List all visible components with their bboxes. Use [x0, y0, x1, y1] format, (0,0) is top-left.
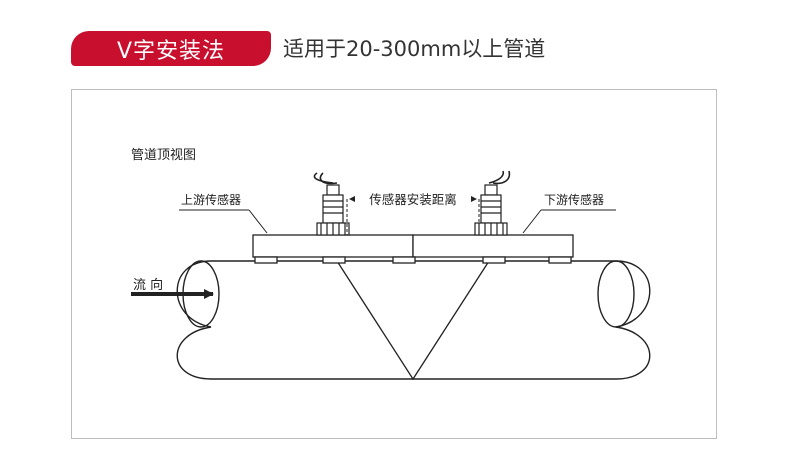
- upstream-sensor: [313, 172, 350, 236]
- method-subtitle: 适用于20-300mm以上管道: [283, 37, 546, 61]
- v-method-diagram: 管道顶视图 流 向: [131, 148, 651, 381]
- sensor-distance-label: 传感器安装距离: [369, 192, 457, 207]
- sensor-distance-dimension: 传感器安装距离: [346, 192, 480, 235]
- mounting-rail: [252, 234, 574, 264]
- downstream-label: 下游传感器: [544, 192, 604, 207]
- pipe-right-end: [597, 260, 635, 328]
- downstream-callout: 下游传感器: [522, 192, 616, 234]
- upstream-label: 上游传感器: [181, 192, 241, 207]
- diagram-caption: 管道顶视图: [131, 148, 196, 163]
- downstream-sensor: [474, 170, 511, 236]
- rail-right: [412, 234, 574, 258]
- rail-left: [252, 234, 414, 258]
- v-sound-path: [336, 260, 490, 381]
- method-title-badge: V字安装法: [71, 31, 271, 66]
- header: V字安装法 适用于20-300mm以上管道: [0, 0, 790, 80]
- flow-label: 流 向: [133, 277, 163, 293]
- flow-indicator: 流 向: [131, 277, 214, 299]
- pipe: [176, 260, 651, 380]
- upstream-callout: 上游传感器: [179, 192, 268, 234]
- pipe-outline: [176, 260, 651, 380]
- method-title: V字安装法: [116, 38, 226, 64]
